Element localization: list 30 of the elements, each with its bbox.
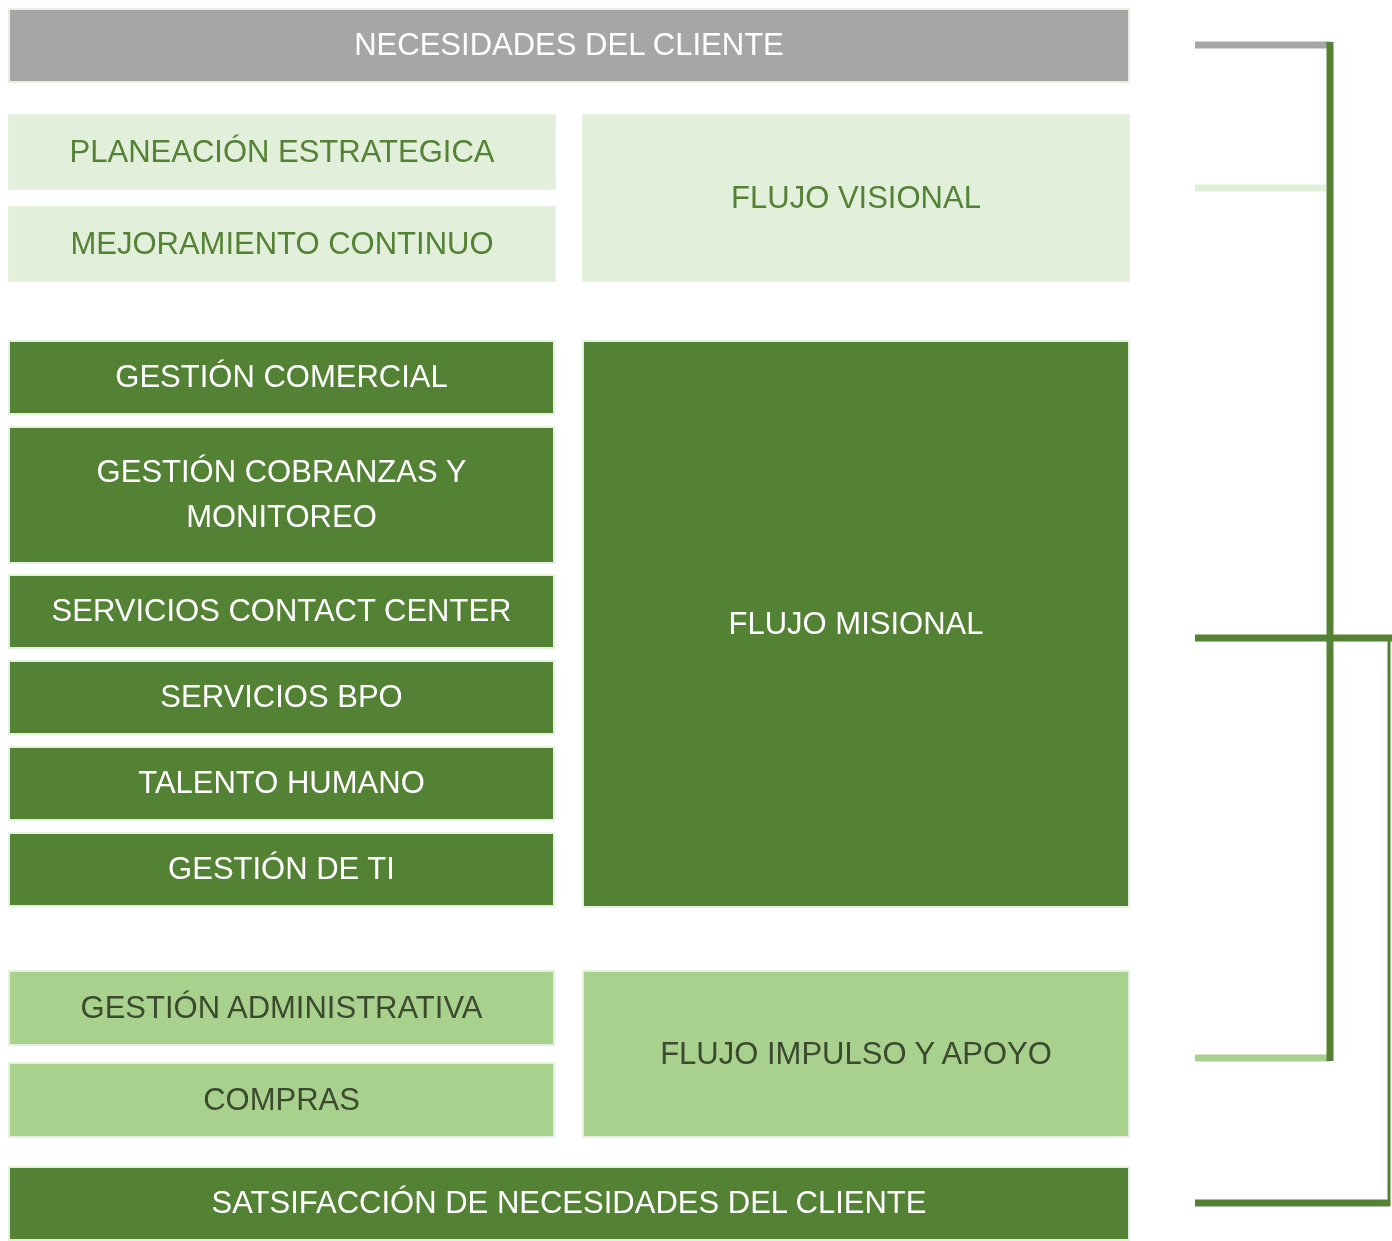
process-label: MEJORAMIENTO CONTINUO (69, 224, 495, 263)
process-label: SATSIFACCIÓN DE NECESIDADES DEL CLIENTE (210, 1184, 928, 1223)
process-label: FLUJO VISIONAL (730, 178, 982, 217)
process-box (8, 1166, 1130, 1241)
process-box (8, 1062, 555, 1138)
process-box (8, 206, 556, 282)
process-box (8, 746, 555, 821)
process-box (8, 426, 555, 564)
process-label: SERVICIOS CONTACT CENTER (50, 592, 513, 631)
process-box (8, 8, 1130, 83)
process-label: TALENTO HUMANO (137, 764, 426, 803)
process-box (582, 114, 1130, 282)
process-label: GESTIÓN COMERCIAL (114, 358, 449, 397)
process-box (8, 574, 555, 649)
process-label: GESTIÓN DE TI (167, 850, 396, 889)
process-box (8, 660, 555, 735)
process-label: FLUJO IMPULSO Y APOYO (659, 1034, 1053, 1073)
process-label: GESTIÓN ADMINISTRATIVA (79, 988, 484, 1027)
process-box (582, 340, 1130, 908)
process-label: PLANEACIÓN ESTRATEGICA (68, 132, 496, 171)
process-label: GESTIÓN COBRANZAS Y MONITOREO (95, 453, 468, 536)
process-box (8, 340, 555, 415)
process-label: SERVICIOS BPO (159, 678, 404, 717)
process-box (8, 832, 555, 907)
process-label: COMPRAS (202, 1080, 361, 1119)
process-box (8, 970, 555, 1046)
process-box (582, 970, 1130, 1138)
process-box (8, 114, 556, 190)
process-label: NECESIDADES DEL CLIENTE (353, 26, 785, 65)
process-label: FLUJO MISIONAL (727, 604, 985, 643)
